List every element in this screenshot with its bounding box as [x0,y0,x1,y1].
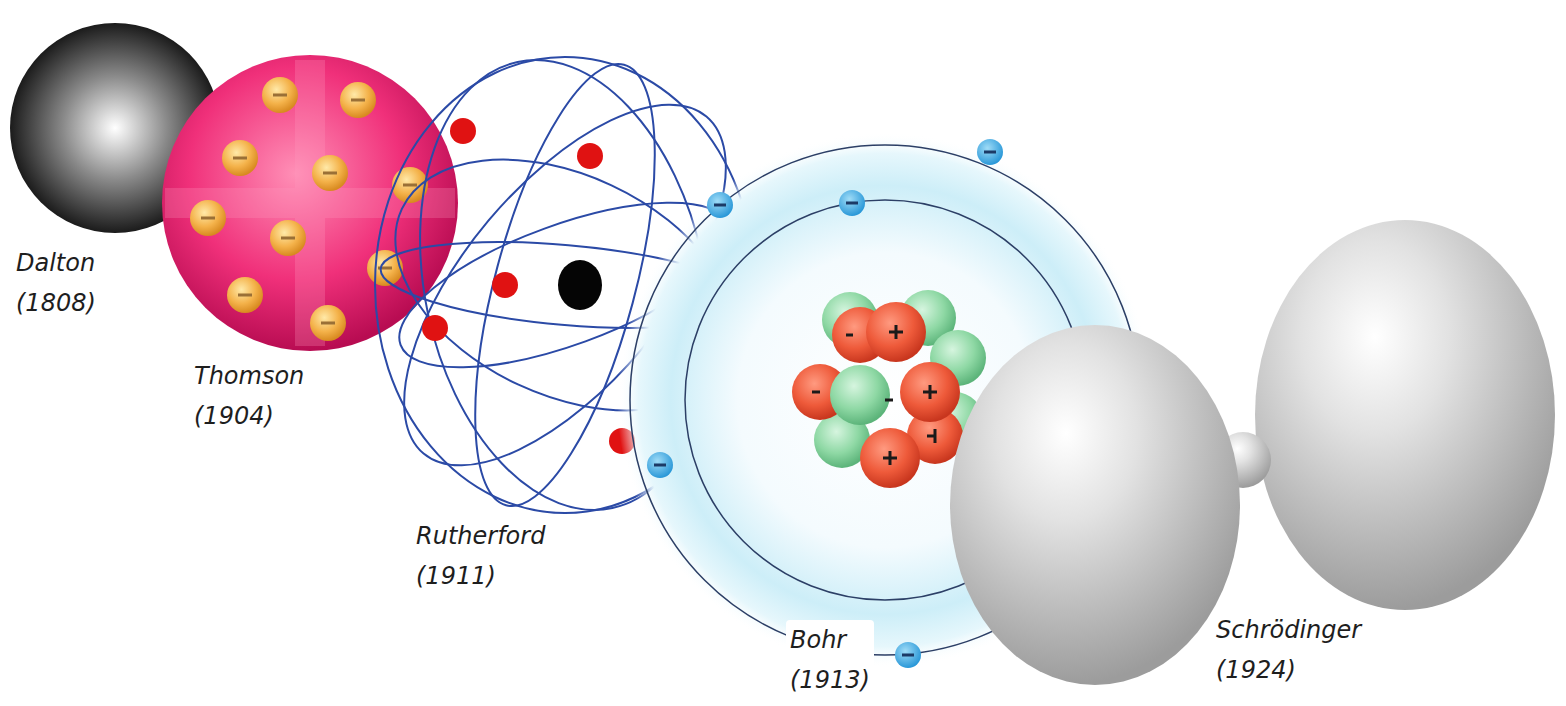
rutherford-particles [422,118,635,454]
model-label: Bohr (1913) [786,620,874,700]
model-label: Thomson (1904) [190,356,308,436]
model-label: Dalton (1808) [12,243,100,323]
model-label: Schrödinger (1924) [1212,610,1365,690]
model-label: Rutherford (1911) [412,516,549,596]
